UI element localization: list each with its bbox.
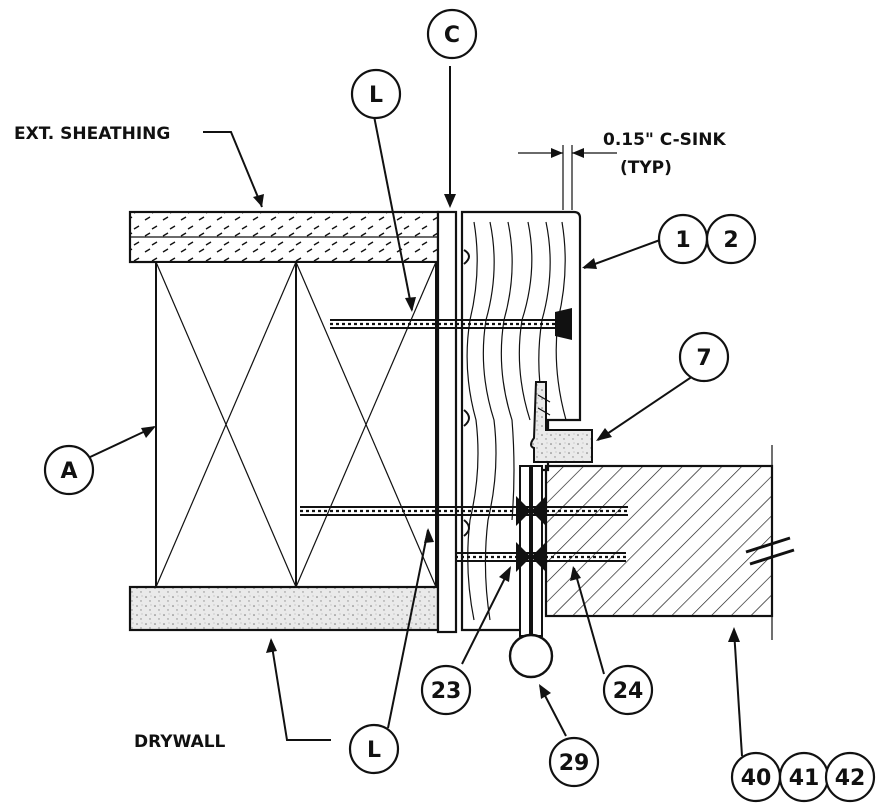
tag-bubble-l-bottom: L	[348, 723, 400, 775]
tag-29-label: 29	[559, 751, 590, 776]
tag-bubble-l-top: L	[350, 68, 402, 120]
leader-lines	[87, 66, 743, 757]
csink-typ-note: (TYP)	[620, 158, 672, 178]
door-slab	[544, 445, 795, 640]
tag-2-label: 2	[723, 228, 738, 253]
tag-l-top-label: L	[369, 83, 383, 108]
tag-41-label: 41	[789, 766, 820, 791]
exterior-sheathing	[128, 210, 440, 264]
drywall-note: DRYWALL	[134, 732, 226, 752]
screw-middle	[300, 496, 628, 526]
tag-bubble-c: C	[426, 8, 478, 60]
tag-bubble-23: 23	[420, 664, 472, 716]
tag-c-label: C	[444, 23, 460, 48]
csink-dimension	[518, 145, 617, 210]
tag-bubble-7: 7	[678, 331, 730, 383]
csink-note: 0.15" C-SINK	[603, 130, 726, 150]
wall-studs	[155, 261, 437, 588]
tag-24-label: 24	[613, 679, 644, 704]
tag-bubble-40: 40	[730, 751, 782, 803]
shim-strip	[436, 210, 458, 634]
tag-bubble-1: 1	[657, 213, 709, 265]
weatherstrip	[530, 381, 593, 463]
tag-23-label: 23	[431, 679, 462, 704]
tag-42-label: 42	[835, 766, 866, 791]
drywall-panel	[128, 585, 440, 632]
tag-7-label: 7	[696, 346, 711, 371]
tag-l-bottom-label: L	[367, 738, 381, 763]
tag-1-label: 1	[675, 228, 690, 253]
screw-lower	[455, 542, 626, 572]
tag-bubble-41: 41	[778, 751, 830, 803]
ext-sheathing-note: EXT. SHEATHING	[14, 124, 170, 144]
tag-40-label: 40	[741, 766, 772, 791]
screw-upper	[330, 308, 572, 340]
tag-bubble-a: A	[43, 444, 95, 496]
tag-bubble-2: 2	[705, 213, 757, 265]
tag-bubble-29: 29	[548, 736, 600, 788]
tag-bubble-24: 24	[602, 664, 654, 716]
tag-bubble-42: 42	[824, 751, 876, 803]
tag-a-label: A	[60, 459, 77, 484]
